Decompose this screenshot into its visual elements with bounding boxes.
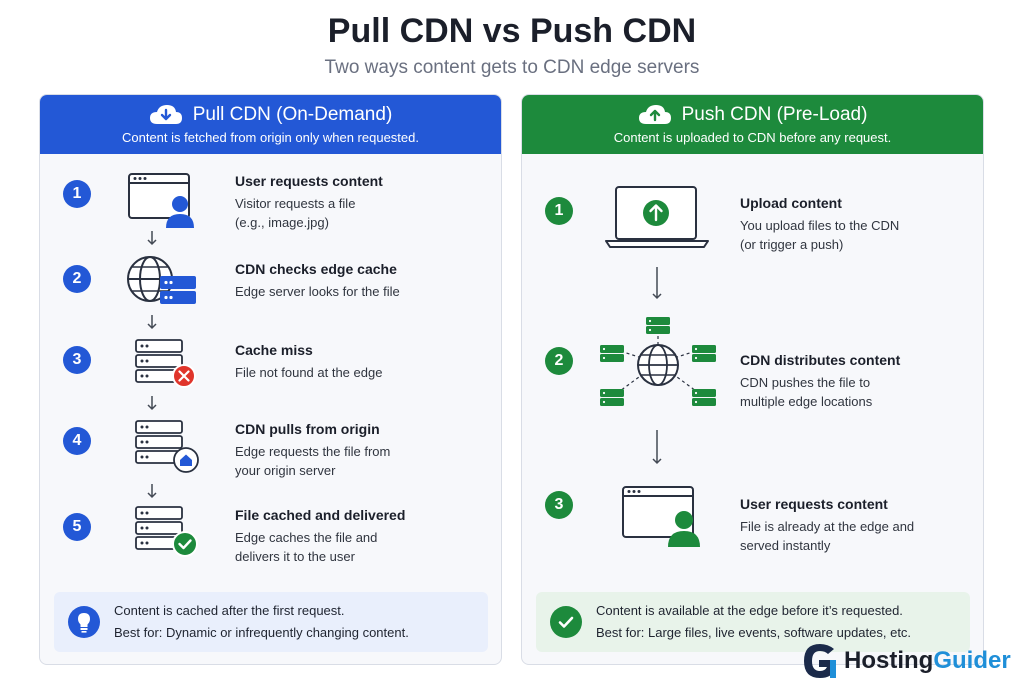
down-arrow-icon (652, 430, 662, 465)
step-desc-line1: File not found at the edge (235, 365, 383, 380)
step-title: User requests content (740, 496, 888, 512)
browser-user-icon (128, 173, 194, 228)
pull-cdn-panel: Pull CDN (On-Demand) Content is fetched … (39, 94, 502, 665)
push-panel-header: Push CDN (Pre-Load) Content is uploaded … (522, 95, 983, 154)
globe-server-icon (127, 256, 196, 304)
step-title: Cache miss (235, 342, 313, 358)
brand-name-part1: Hosting (844, 647, 934, 674)
step-desc-line1: You upload files to the CDN (740, 218, 900, 233)
note-line2: Best for: Large files, live events, soft… (596, 625, 912, 640)
step-desc-line1: File is already at the edge and (740, 519, 915, 534)
step-title: User requests content (235, 173, 383, 189)
pull-header-subtitle: Content is fetched from origin only when… (121, 130, 419, 145)
cloud-download-icon (149, 105, 182, 124)
down-arrow-icon (147, 396, 157, 411)
step-desc-line1: Edge server looks for the file (235, 284, 400, 299)
step-number: 2 (545, 347, 573, 375)
note-line1: Content is cached after the first reques… (114, 603, 345, 618)
step-desc-line2: your origin server (235, 463, 336, 478)
down-arrow-icon (652, 267, 662, 300)
cloud-upload-icon (638, 105, 671, 124)
step-desc-line2: (e.g., image.jpg) (235, 215, 329, 230)
step-desc-line2: served instantly (740, 538, 831, 553)
hostingguider-logo (804, 644, 836, 678)
step-number: 5 (63, 513, 91, 541)
check-circle-icon (550, 606, 582, 638)
note-line2: Best for: Dynamic or infrequently changi… (114, 625, 409, 640)
step-desc-line1: Visitor requests a file (235, 196, 356, 211)
step-desc-line1: Edge requests the file from (235, 444, 391, 459)
step-number: 4 (63, 427, 91, 455)
pull-panel-header: Pull CDN (On-Demand) Content is fetched … (40, 95, 501, 154)
step-desc-line1: CDN pushes the file to (740, 375, 871, 390)
push-summary-note: Content is available at the edge before … (536, 592, 970, 652)
page-subtitle: Two ways content gets to CDN edge server… (324, 57, 700, 78)
step-desc-line2: (or trigger a push) (740, 237, 844, 252)
brand-name: HostingGuider (844, 647, 1011, 675)
step-desc-line1: Edge caches the file and (235, 530, 378, 545)
down-arrow-icon (147, 231, 157, 246)
page-title: Pull CDN vs Push CDN (327, 12, 697, 50)
step-number: 1 (63, 180, 91, 208)
down-arrow-icon (147, 484, 157, 499)
step-title: File cached and delivered (235, 507, 406, 523)
step-title: CDN checks edge cache (235, 261, 397, 277)
laptop-upload-icon (605, 186, 709, 248)
server-check-icon (135, 506, 198, 557)
step-number: 3 (63, 346, 91, 374)
server-home-icon (135, 420, 199, 473)
step-desc-line2: delivers it to the user (235, 549, 355, 564)
note-line1: Content is available at the edge before … (596, 603, 903, 618)
push-header-title: Push CDN (Pre-Load) (681, 104, 868, 125)
step-number: 3 (545, 491, 573, 519)
brand-name-part2: Guider (933, 647, 1011, 674)
pull-header-title: Pull CDN (On-Demand) (192, 104, 393, 125)
pull-summary-note: Content is cached after the first reques… (54, 592, 488, 652)
step-title: CDN distributes content (740, 352, 901, 368)
step-title: Upload content (740, 195, 842, 211)
down-arrow-icon (147, 315, 157, 330)
browser-user-icon (622, 486, 700, 547)
step-desc-line2: multiple edge locations (740, 394, 873, 409)
step-title: CDN pulls from origin (235, 421, 380, 437)
push-cdn-panel: Push CDN (Pre-Load) Content is uploaded … (521, 94, 984, 665)
push-header-subtitle: Content is uploaded to CDN before any re… (613, 130, 892, 145)
hostingguider-brand: HostingGuider (800, 643, 1011, 679)
server-error-icon (135, 339, 196, 388)
lightbulb-icon (68, 606, 100, 638)
step-number: 2 (63, 265, 91, 293)
step-number: 1 (545, 197, 573, 225)
globe-distribution-icon (600, 317, 716, 406)
